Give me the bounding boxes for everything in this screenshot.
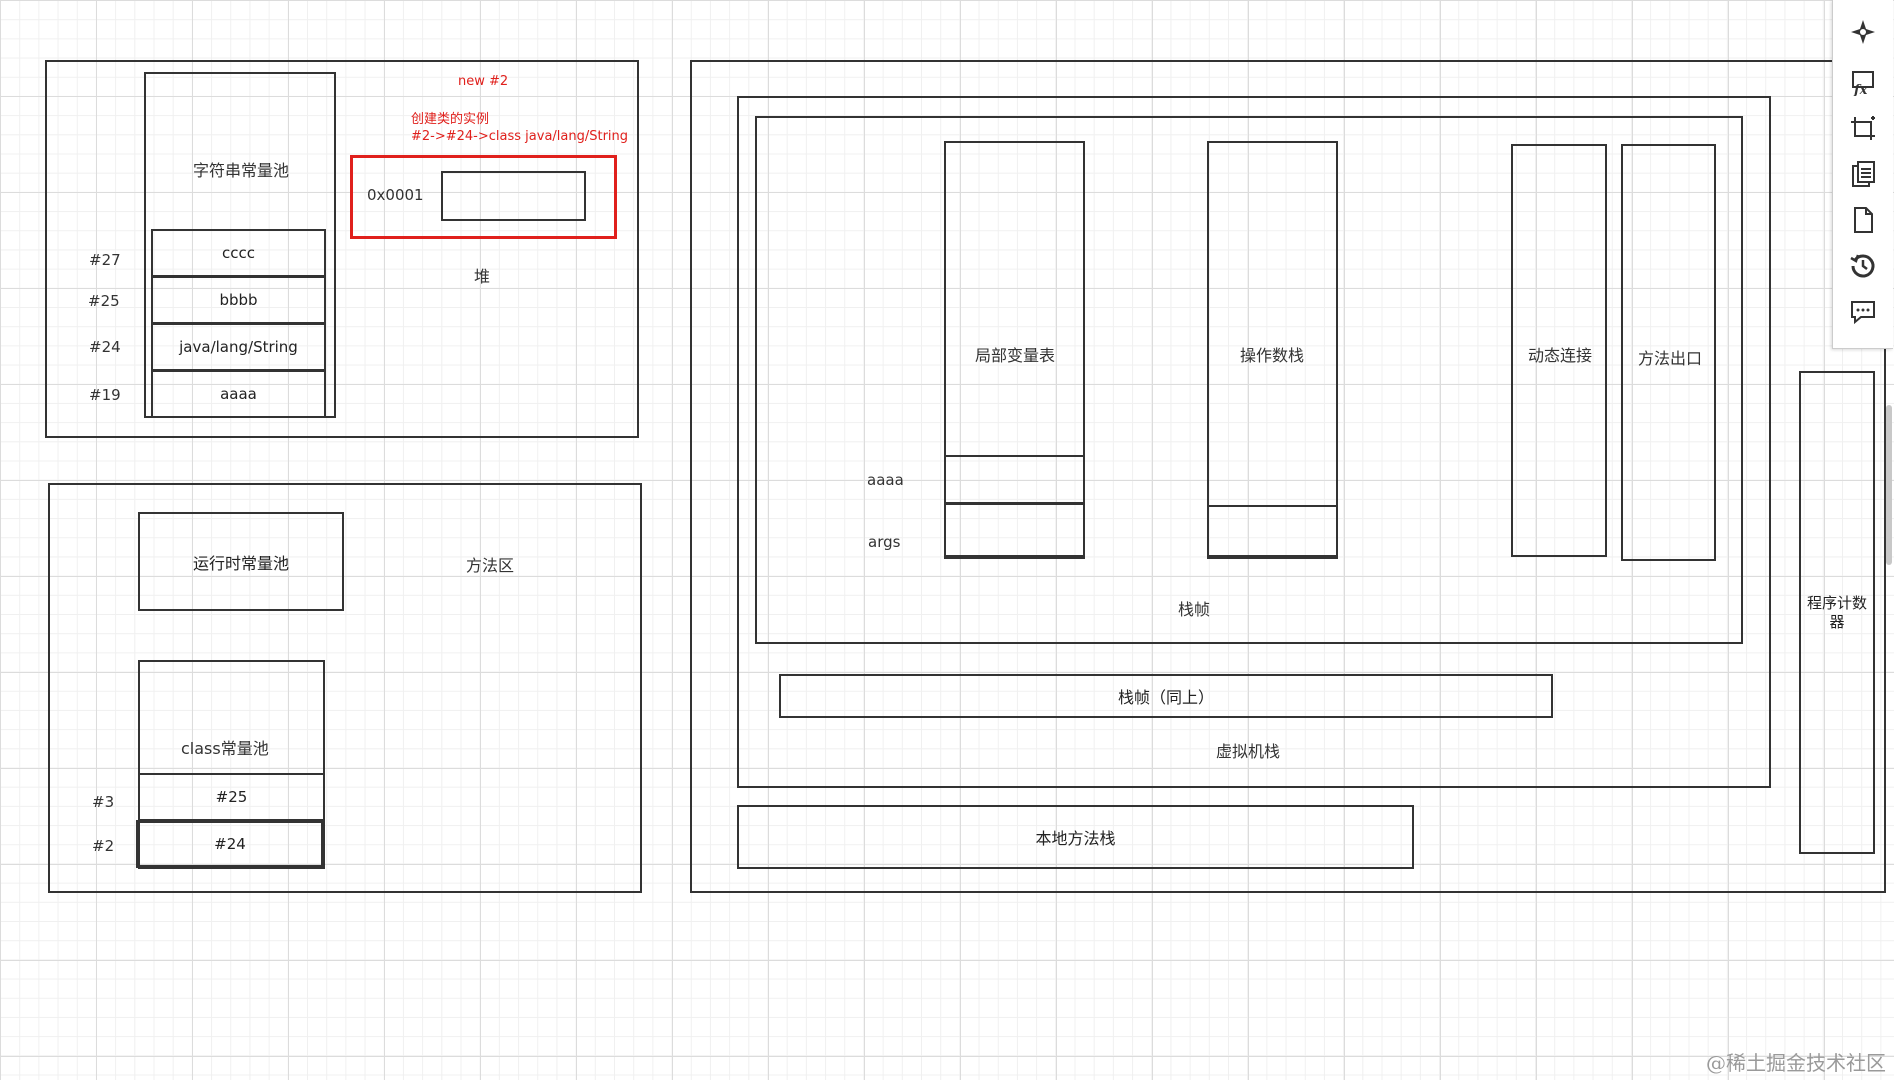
class-pool-index: #3 [92,793,115,811]
method-area-label: 方法区 [466,556,515,575]
string-pool-value: bbbb [219,291,258,309]
operand-stack-slot[interactable] [1207,505,1338,559]
string-pool-value: java/lang/String [179,338,298,356]
instance-note-line1: 创建类的实例 [411,112,490,127]
heap-instance-highlight[interactable] [350,155,617,239]
instance-note-line2: #2->#24->class java/lang/String [411,129,629,144]
runtime-constant-pool[interactable]: 运行时常量池 [138,512,344,611]
class-pool-entry-3[interactable]: #25 [138,773,325,821]
string-pool-title: 字符串常量池 [193,161,290,180]
instance-address: 0x0001 [367,186,424,204]
local-slot-label: aaaa [867,471,904,489]
stack-frame-same-label: 栈帧（同上） [1117,688,1214,707]
function-icon[interactable]: fx [1845,64,1881,100]
method-exit-title: 方法出口 [1638,349,1703,368]
class-pool-index: #2 [92,837,115,855]
pages-icon[interactable] [1845,156,1881,192]
string-pool-index: #27 [89,251,121,269]
heap-container[interactable] [45,60,639,438]
crop-icon[interactable] [1845,110,1881,146]
class-pool-entry-2[interactable]: #24 [136,820,324,868]
navigate-icon[interactable] [1845,14,1881,50]
runtime-constant-pool-title: 运行时常量池 [192,553,289,573]
local-slot-args[interactable] [944,503,1085,559]
string-pool-value: cccc [222,244,255,262]
method-area-container[interactable] [48,483,642,893]
class-pool-value: #25 [215,788,248,806]
string-pool-index: #25 [88,292,120,310]
vertical-scrollbar[interactable] [1886,405,1892,565]
vm-stack-container[interactable] [737,96,1771,788]
operand-stack-title: 操作数栈 [1240,346,1305,365]
stack-frame[interactable] [755,116,1743,644]
local-slot-label: args [868,533,901,551]
editor-toolbar: fx [1832,0,1893,349]
comment-icon[interactable] [1845,294,1881,330]
string-pool-index: #24 [89,338,121,356]
local-variable-table-title: 局部变量表 [975,346,1056,365]
string-pool-entry-bbbb[interactable]: bbbb [151,276,326,324]
svg-text:fx: fx [1853,83,1868,96]
stack-frame-same[interactable]: 栈帧（同上） [779,674,1553,718]
thread-private-area[interactable] [690,60,1886,893]
string-pool-entry-java-lang-string[interactable]: java/lang/String [151,323,326,371]
native-method-stack-label: 本地方法栈 [1035,829,1116,848]
dynamic-linking[interactable] [1511,144,1607,557]
heap-instance-object[interactable] [441,171,586,221]
string-pool-index: #19 [89,386,121,404]
watermark: @稀土掘金技术社区 [1706,1051,1886,1075]
class-constant-pool[interactable] [138,660,325,869]
string-pool-entry-cccc[interactable]: cccc [151,229,326,277]
method-exit[interactable] [1621,144,1716,561]
page-icon[interactable] [1845,202,1881,238]
vm-stack-label: 虚拟机栈 [1216,742,1281,761]
program-counter-label: 程序计数器 [1807,593,1868,631]
program-counter[interactable]: 程序计数器 [1799,371,1875,854]
class-constant-pool-title: class常量池 [181,739,269,758]
new-instruction-label: new #2 [458,74,509,89]
string-pool-entry-aaaa[interactable]: aaaa [151,370,326,418]
dynamic-linking-title: 动态连接 [1528,346,1593,365]
stack-frame-label: 栈帧 [1178,600,1211,619]
heap-label: 堆 [474,267,491,286]
history-icon[interactable] [1845,248,1881,284]
class-pool-value: #24 [214,835,246,853]
local-slot-aaaa[interactable] [944,455,1085,504]
native-method-stack[interactable]: 本地方法栈 [737,805,1414,869]
string-pool-value: aaaa [220,385,257,403]
